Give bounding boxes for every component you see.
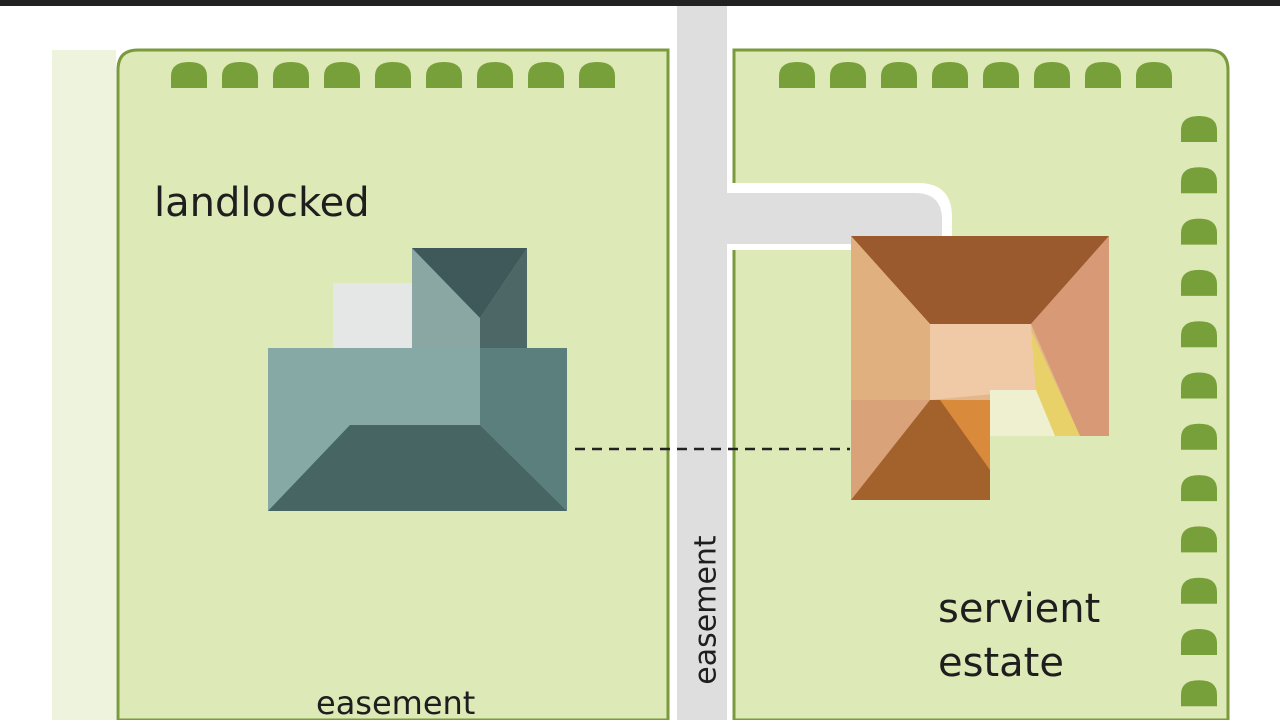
top-bar (0, 0, 1280, 6)
landlocked-label: landlocked (154, 180, 370, 226)
easement-label: easement (316, 684, 476, 722)
hedge-icon (222, 62, 258, 88)
hedge-icon (1181, 116, 1217, 142)
hedge-icon (1034, 62, 1070, 88)
hedge-icon (1181, 423, 1217, 450)
hedge-icon (273, 62, 309, 88)
road (677, 6, 727, 720)
hedge-icon (1181, 680, 1217, 707)
hedge-icon (528, 62, 564, 88)
hedge-icon (983, 62, 1019, 88)
left-strip (52, 50, 116, 720)
hedge-icon (375, 62, 411, 88)
hedge-icon (1181, 577, 1217, 604)
hedge-icon (1181, 167, 1217, 194)
hedge-icon (1181, 269, 1217, 296)
hedge-icon (1181, 372, 1217, 399)
landlocked-house (268, 248, 567, 511)
hedge-icon (932, 62, 968, 88)
hedge-icon (881, 62, 917, 88)
hedge-icon (426, 62, 462, 88)
hedge-icon (324, 62, 360, 88)
hedge-icon (1085, 62, 1121, 88)
hedge-icon (1136, 62, 1172, 88)
hedge-icon (1181, 629, 1217, 655)
hedge-icon (477, 62, 513, 88)
easement-road-label: easement (688, 535, 724, 685)
driveway (727, 193, 942, 244)
hedge-icon (779, 62, 815, 88)
hedge-icon (830, 62, 866, 88)
hedge-group (171, 62, 1217, 707)
hedge-icon (171, 62, 207, 88)
hedge-icon (579, 62, 615, 88)
servient-house (851, 236, 1109, 500)
hedge-icon (1181, 526, 1217, 553)
hedge-icon (1181, 218, 1217, 245)
servient-estate-label-line1: servient (938, 586, 1101, 632)
hedge-icon (1181, 321, 1217, 348)
servient-estate-label-line2: estate (938, 640, 1064, 686)
hedge-icon (1181, 475, 1217, 502)
